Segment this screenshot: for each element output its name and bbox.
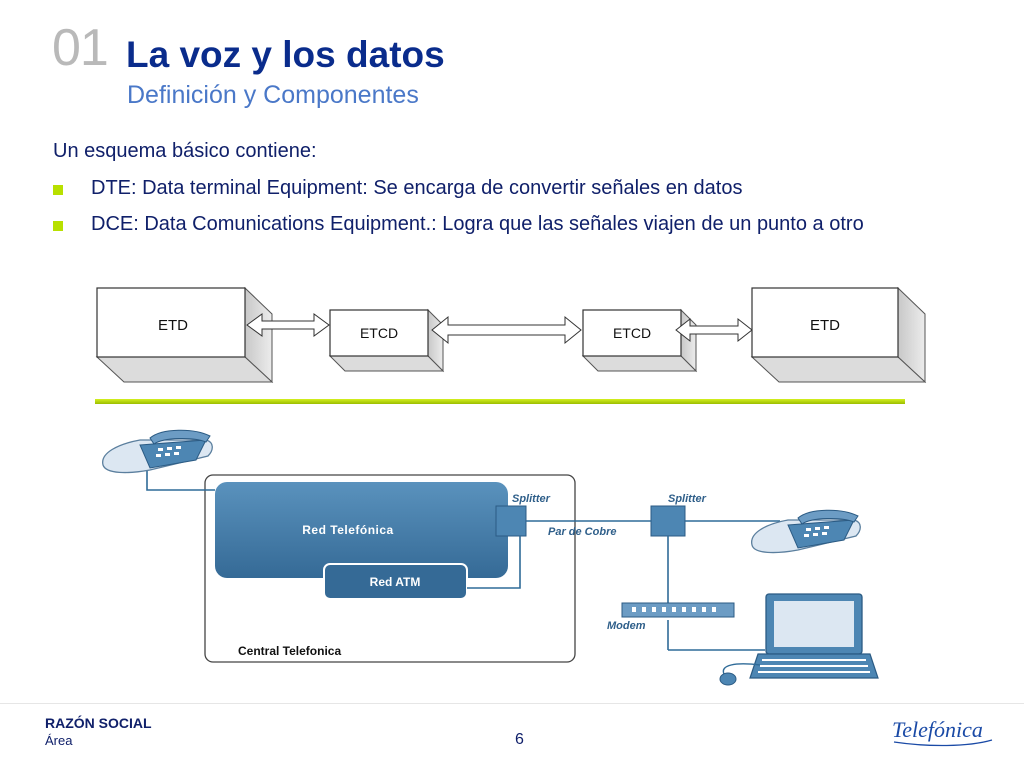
splitter-1-icon — [495, 505, 527, 537]
cable-lines — [467, 520, 780, 650]
splitter-2-icon — [650, 505, 686, 537]
red-atm-block — [323, 563, 468, 600]
modem-icon — [621, 602, 735, 618]
telefonica-logo: Telefónica — [892, 717, 993, 747]
telephone-icon — [751, 509, 861, 554]
red-telefonica-block — [215, 482, 508, 578]
bullet-text: DTE: Data terminal Equipment: Se encarga… — [91, 177, 743, 199]
modem-label: Modem — [607, 620, 646, 632]
square-bullet-icon — [53, 221, 63, 231]
etcd-left-label: ETCD — [360, 325, 398, 341]
bullet-text: DCE: Data Comunications Equipment.: Logr… — [91, 213, 864, 235]
splitter-2-label: Splitter — [668, 493, 707, 505]
par-cobre-label: Par de Cobre — [548, 526, 616, 538]
etd-right-box: ETD — [750, 286, 927, 384]
square-bullet-icon — [53, 185, 63, 195]
red-atm-label: Red ATM — [370, 575, 421, 589]
red-telefonica-label: Red Telefónica — [302, 523, 393, 537]
footer-divider — [0, 703, 1024, 704]
network-diagram: ETD ETCD ETCD ETD Central Telefonica Red… — [95, 286, 927, 686]
telephone-icon — [102, 429, 213, 474]
double-arrow-icon — [675, 317, 753, 343]
slide-number: 01 — [52, 19, 109, 77]
etd-left-label: ETD — [158, 317, 188, 334]
intro-text: Un esquema básico contiene: — [53, 140, 317, 162]
computer-icon — [749, 593, 879, 679]
central-telefonica-label: Central Telefonica — [238, 644, 341, 658]
mouse-icon — [719, 663, 761, 686]
area-label: Área — [45, 733, 73, 748]
slide-subtitle: Definición y Componentes — [127, 81, 419, 109]
double-arrow-icon — [431, 315, 582, 345]
etcd-right-box: ETCD — [581, 308, 698, 373]
separator-line — [95, 399, 905, 404]
page-number: 6 — [515, 731, 524, 748]
slide-title: La voz y los datos — [126, 34, 445, 75]
double-arrow-icon — [246, 313, 330, 337]
etd-left-box: ETD — [95, 286, 274, 384]
company-name: RAZÓN SOCIAL — [45, 715, 152, 731]
etcd-left-box: ETCD — [328, 308, 445, 373]
etd-right-label: ETD — [810, 317, 840, 334]
phone-cable — [146, 462, 215, 491]
etcd-right-label: ETCD — [613, 325, 651, 341]
splitter-1-label: Splitter — [512, 493, 551, 505]
svg-text:Telefónica: Telefónica — [892, 717, 983, 742]
